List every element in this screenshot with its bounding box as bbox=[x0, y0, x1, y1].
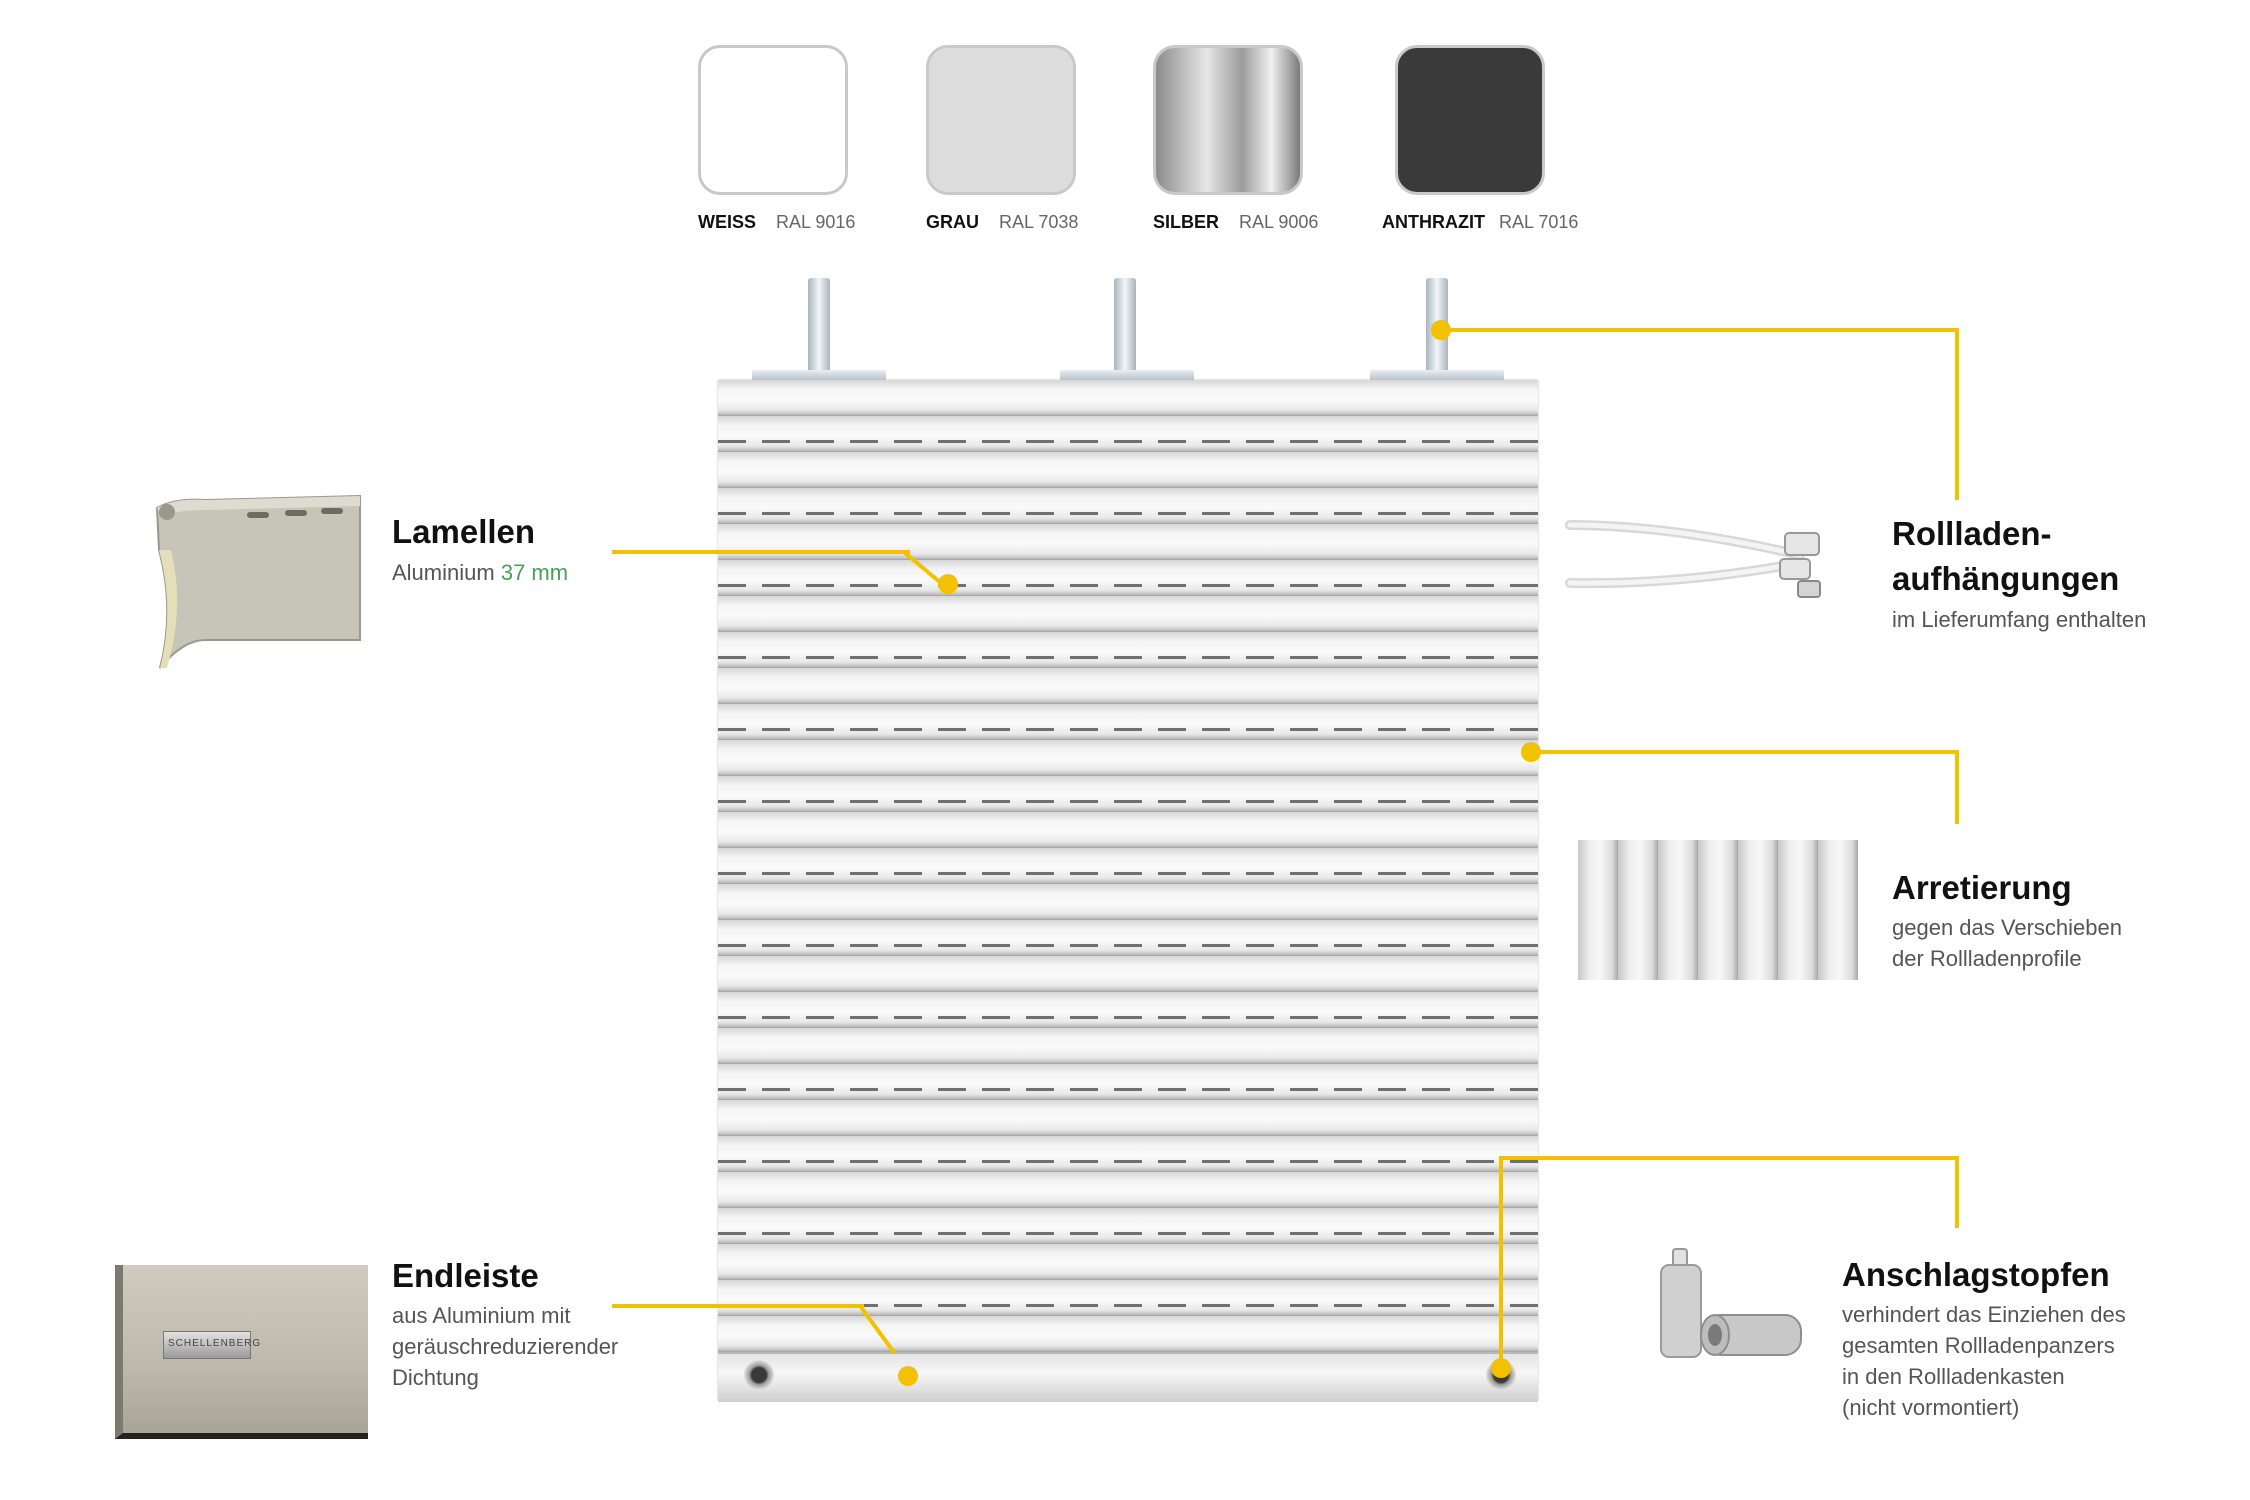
lamellen-size: 37 mm bbox=[500, 560, 569, 585]
swatch-silber-ral: RAL 9006 bbox=[1239, 212, 1319, 232]
lamellen-title: Lamellen bbox=[392, 513, 536, 550]
slat-slot-row bbox=[718, 1232, 1538, 1235]
hanger-strap-middle bbox=[1114, 278, 1136, 374]
swatch-weiss[interactable] bbox=[698, 45, 848, 195]
arretierung-title: Arretierung bbox=[1892, 869, 2072, 906]
leader-aufhaengung-h bbox=[1441, 328, 1959, 332]
lamellen-material: Aluminium bbox=[392, 560, 495, 585]
swatch-grau-ral: RAL 7038 bbox=[999, 212, 1079, 232]
endleiste-desc-line1: aus Aluminium mit bbox=[392, 1303, 571, 1328]
swatch-grau-name: GRAU bbox=[926, 212, 979, 232]
slat-slot-row bbox=[718, 1304, 1538, 1307]
slat-slot-row bbox=[718, 1088, 1538, 1091]
shutter-panel bbox=[718, 380, 1538, 1400]
leader-anschlag-h bbox=[1499, 1156, 1959, 1160]
lamellen-desc: Aluminium 37 mm bbox=[392, 557, 568, 588]
slat-slot-row bbox=[718, 872, 1538, 875]
endleiste-logo-plate: SCHELLENBERG bbox=[163, 1331, 260, 1359]
endleiste-desc-line3: Dichtung bbox=[392, 1365, 479, 1390]
arretierung-desc-line2: der Rollladenprofile bbox=[1892, 946, 2082, 971]
slat-slot-row bbox=[718, 656, 1538, 659]
hanger-strap-left bbox=[808, 278, 830, 374]
swatch-silber-name: SILBER bbox=[1153, 212, 1220, 232]
swatch-grau[interactable] bbox=[926, 45, 1076, 195]
aufhaengung-title-line2: aufhängungen bbox=[1892, 560, 2120, 597]
leader-lamellen-h bbox=[612, 550, 910, 554]
swatch-anthrazit[interactable] bbox=[1395, 45, 1545, 195]
leader-anschlag-v1 bbox=[1499, 1156, 1503, 1366]
leader-anschlag-v2 bbox=[1955, 1156, 1959, 1228]
leader-arretierung-h bbox=[1531, 750, 1959, 754]
leader-aufhaengung-v bbox=[1955, 328, 1959, 500]
anschlagstopfen-desc-line1: verhindert das Einziehen des bbox=[1842, 1302, 2126, 1327]
anschlagstopfen-desc-line3: in den Rollladenkasten bbox=[1842, 1364, 2065, 1389]
slat-slot-row bbox=[718, 440, 1538, 443]
arretierung-desc-line1: gegen das Verschieben bbox=[1892, 915, 2122, 940]
aufhaengung-title-line1: Rollladen- bbox=[1892, 515, 2052, 552]
endleiste-logo-text: SCHELLENBERG bbox=[168, 1338, 262, 1349]
slat-slot-row bbox=[718, 944, 1538, 947]
anschlagstopfen-image bbox=[1660, 1248, 1802, 1358]
endleiste-desc-line2: geräuschreduzierender bbox=[392, 1334, 619, 1359]
slat-slot-row bbox=[718, 728, 1538, 731]
aufhaengung-image bbox=[1565, 520, 1821, 598]
leader-lamellen-dot bbox=[938, 574, 958, 594]
leader-arretierung-v bbox=[1955, 750, 1959, 824]
endleiste-image: SCHELLENBERG bbox=[115, 1265, 368, 1439]
slat-slot-row bbox=[718, 1160, 1538, 1163]
leader-anschlag-dot bbox=[1491, 1358, 1511, 1378]
anschlagstopfen-desc-line2: gesamten Rollladenpanzers bbox=[1842, 1333, 2115, 1358]
lamellen-profile-image bbox=[155, 494, 361, 669]
endleiste-title: Endleiste bbox=[392, 1257, 539, 1294]
leader-endleiste-dot bbox=[898, 1366, 918, 1386]
swatch-anthrazit-ral: RAL 7016 bbox=[1498, 212, 1579, 232]
leader-endleiste-h bbox=[612, 1304, 864, 1308]
end-bar-bolt-left bbox=[744, 1360, 774, 1390]
slat-slot-row bbox=[718, 512, 1538, 515]
slat-slot-row bbox=[718, 1016, 1538, 1019]
anschlagstopfen-title: Anschlagstopfen bbox=[1842, 1256, 2110, 1293]
slat-slot-row bbox=[718, 584, 1538, 587]
anschlagstopfen-desc-line4: (nicht vormontiert) bbox=[1842, 1395, 2020, 1420]
swatch-weiss-ral: RAL 9016 bbox=[776, 212, 856, 232]
arretierung-image bbox=[1578, 840, 1858, 980]
aufhaengung-desc: im Lieferumfang enthalten bbox=[1892, 607, 2147, 632]
swatch-weiss-name: WEISS bbox=[698, 212, 757, 232]
slat-slot-row bbox=[718, 800, 1538, 803]
shutter-end-bar bbox=[718, 1352, 1538, 1402]
swatch-silber[interactable] bbox=[1153, 45, 1303, 195]
swatch-anthrazit-name: ANTHRAZIT bbox=[1382, 212, 1485, 232]
